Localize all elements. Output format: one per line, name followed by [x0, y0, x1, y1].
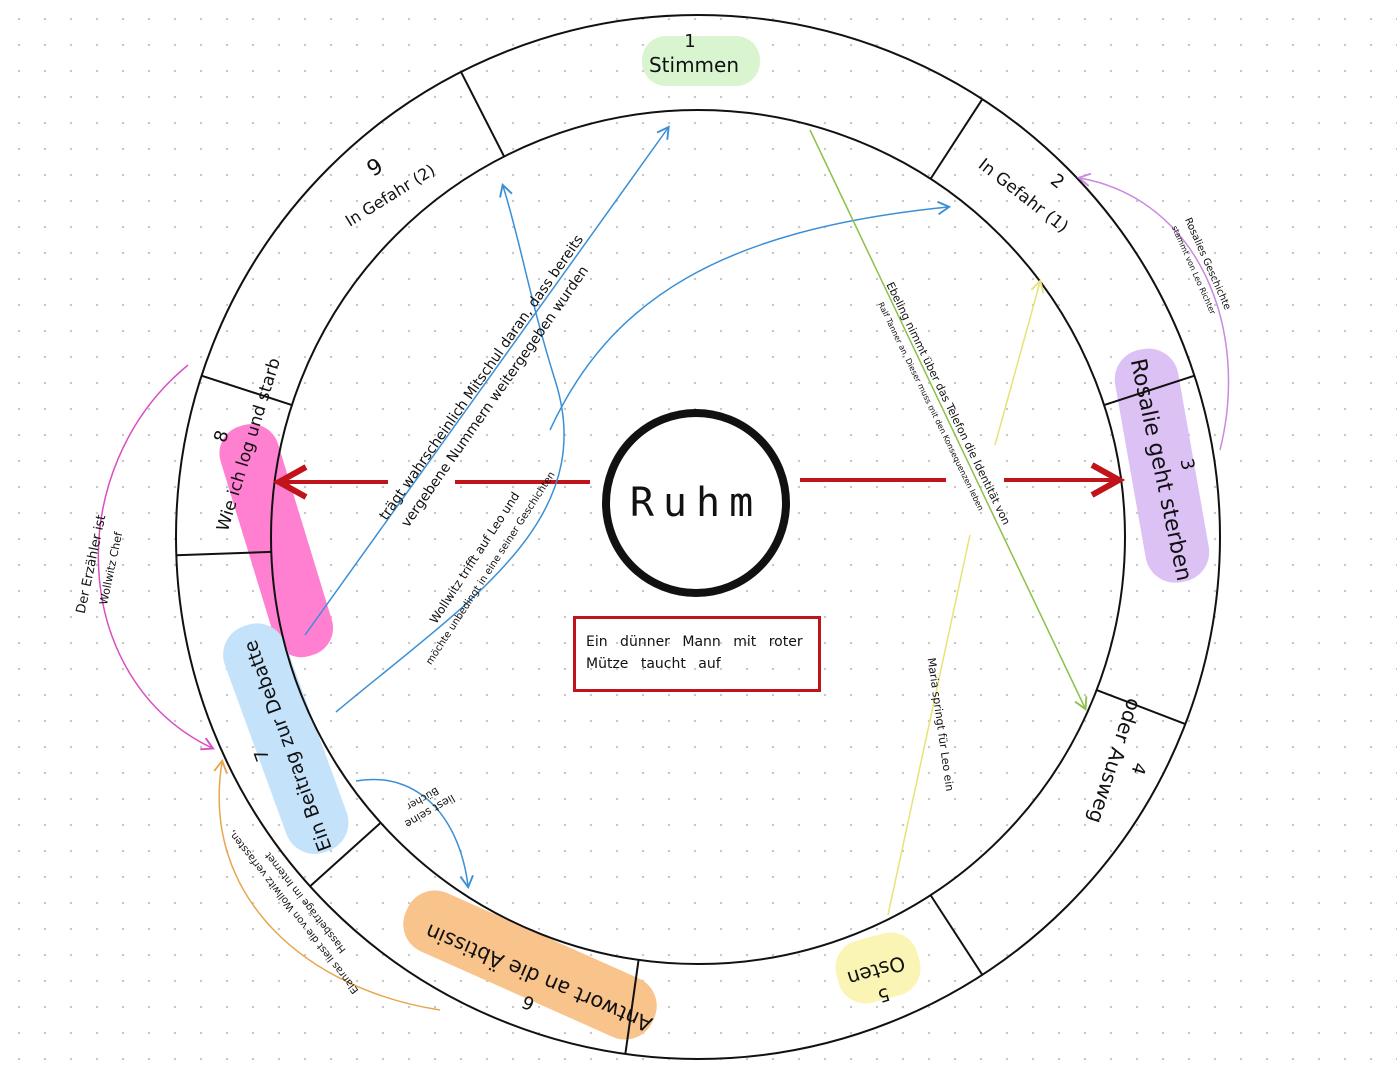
center-circle — [602, 409, 790, 597]
segment-1-number: 1 — [684, 31, 695, 52]
orange-arrow — [213, 758, 441, 1011]
svg-text:Hassbeiträge im Internet: Hassbeiträge im Internet — [263, 850, 348, 955]
annotation-mitschuld: trägt wahrscheinlich Mitschul daran, das… — [376, 232, 592, 530]
outer-ring — [175, 14, 1221, 1060]
yellow-line-down — [887, 534, 971, 916]
segment-dividers — [176, 71, 1195, 1055]
segment-divider — [1103, 374, 1195, 407]
segment-4: 4 oder Ausweg — [1083, 695, 1150, 826]
annotation-erzaehler: Der Erzähler ist Wollwitz Chef — [74, 513, 126, 615]
highlight-rosalie — [1114, 348, 1210, 583]
svg-text:Wollwitz trifft auf Leo und: Wollwitz trifft auf Leo und — [427, 490, 522, 627]
inner-ring — [270, 109, 1126, 965]
segment-divider — [201, 374, 293, 407]
highlight-antwort — [403, 890, 657, 1040]
blue-arrow-to-antwort — [355, 778, 474, 890]
blue-arrow-to-gefahr — [549, 200, 952, 431]
segment-9-label: In Gefahr (2) — [342, 160, 439, 230]
segment-8-number: 8 — [210, 428, 233, 445]
center-title: Ruhm — [630, 480, 762, 526]
segment-9: 9 In Gefahr (2) — [342, 154, 439, 231]
note-box: Ein dünner Mann mit roter Mütze taucht a… — [573, 616, 821, 692]
segment-divider — [929, 894, 984, 976]
segment-divider — [460, 71, 506, 157]
svg-text:möchte unbedingt in eine seine: möchte unbedingt in eine seiner Geschich… — [424, 470, 557, 667]
highlight-stimmen — [642, 36, 760, 86]
blue-arrow-curve-up — [335, 182, 565, 713]
svg-text:Ebeling nimmt über das Telefon: Ebeling nimmt über das Telefon die Ident… — [883, 280, 1012, 527]
svg-text:Elanras liest die von Wollwitz: Elanras liest die von Wollwitz verfasste… — [227, 828, 361, 996]
highlight-wie-ich-log — [219, 424, 334, 658]
segment-1: 1 Stimmen — [649, 31, 739, 77]
segment-divider — [176, 550, 272, 557]
segment-2-number: 2 — [1046, 170, 1068, 194]
segment-divider — [309, 821, 382, 888]
blue-arrow-long — [304, 125, 670, 636]
svg-text:vergebene Nummern weitergegebe: vergebene Nummern weitergegeben wurden — [398, 263, 592, 530]
segment-9-number: 9 — [363, 154, 388, 183]
purple-arrow — [1076, 172, 1230, 451]
segment-4-label: oder Ausweg — [1083, 695, 1146, 826]
segment-divider — [929, 98, 984, 180]
highlight-beitrag — [223, 623, 349, 854]
segment-4-number: 4 — [1126, 760, 1150, 777]
segment-2: 2 In Gefahr (1) — [974, 155, 1072, 238]
green-arrow — [809, 129, 1088, 711]
note-text: Ein dünner Mann mit roter Mütze taucht a… — [586, 634, 803, 672]
magenta-arrow — [97, 364, 215, 751]
svg-text:trägt wahrscheinlich Mitschul: trägt wahrscheinlich Mitschul daran, das… — [376, 232, 587, 523]
yellow-arrow-up — [994, 278, 1045, 446]
highlight-osten — [835, 932, 921, 1004]
segment-divider — [624, 959, 640, 1055]
segment-3-number: 3 — [1175, 456, 1198, 472]
segment-divider — [1096, 689, 1186, 726]
segment-1-label: Stimmen — [649, 53, 739, 77]
